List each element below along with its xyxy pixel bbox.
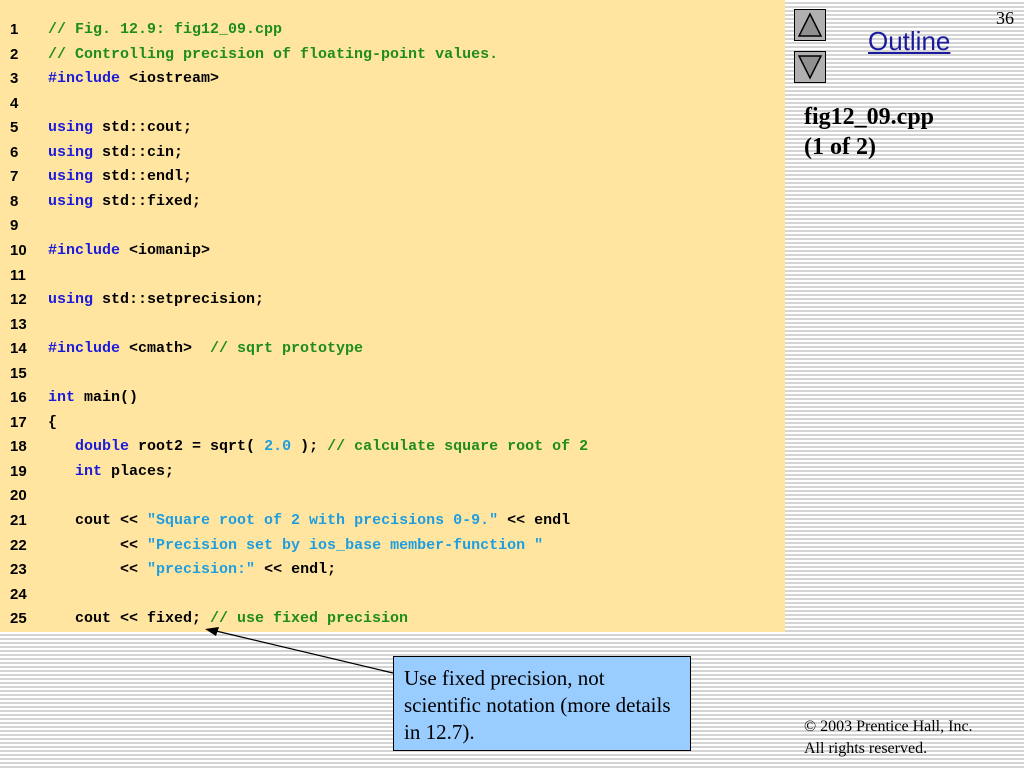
callout-box: Use fixed precision, not scientific nota… [393,656,691,751]
line-number: 12 [10,291,27,309]
line-number: 10 [10,241,27,259]
code-listing: 1 // Fig. 12.9: fig12_09.cpp 2 // Controlli… [0,0,785,632]
line-number: 18 [10,438,27,456]
code-text: cout << "Square root of 2 with precision… [48,512,571,529]
triangle-down-icon [797,55,823,80]
code-text: << "Precision set by ios_base member-fun… [48,536,544,554]
code-text: cout << fixed; // use fixed precision [48,610,409,628]
code-text: #include <iomanip> [48,241,211,259]
line-number: 3 [10,70,19,88]
line-number: 7 [10,168,19,186]
code-text: int places; [75,462,175,480]
line-number: 11 [10,266,26,284]
line-number: 6 [10,143,19,161]
line-number: 15 [10,364,27,382]
line-number: 4 [10,94,19,112]
code-text: using std::endl; [48,168,193,186]
line-number: 5 [10,119,19,137]
code-text: { [48,413,58,431]
line-number: 13 [10,315,27,333]
next-slide-button[interactable] [794,51,826,83]
triangle-up-icon [797,12,823,37]
code-text: // Fig. 12.9: fig12_09.cpp [48,21,283,38]
line-number: 19 [10,462,27,480]
line-number: 20 [10,487,27,505]
line-number: 8 [10,192,19,210]
code-text: using std::cout; [48,119,193,137]
line-number: 23 [10,561,27,579]
code-text: int main() [48,389,139,407]
code-text: using std::cin; [48,143,184,161]
line-number: 14 [10,340,27,358]
line-number: 2 [10,45,19,63]
line-number: 1 [10,21,19,38]
line-number: 16 [10,389,27,407]
file-name: fig12_09.cpp [804,104,935,130]
file-title: fig12_09.cpp (1 of 2) [804,102,934,162]
code-text: // Controlling precision of floating-poi… [48,45,499,63]
previous-slide-button[interactable] [794,9,826,41]
copyright: © 2003 Prentice Hall, Inc. All rights re… [804,716,973,760]
page-number: 36 [996,8,1014,28]
outline-link[interactable]: Outline [868,26,951,56]
line-number: 21 [10,512,27,529]
code-text: double root2 = sqrt( 2.0 ); // calculate… [75,438,589,456]
copyright-line-2: All rights reserved. [804,740,928,757]
code-text: #include <cmath> // sqrt prototype [48,340,364,358]
code-text: << "precision:" << endl; [48,561,337,579]
copyright-line-1: © 2003 Prentice Hall, Inc. [804,718,973,735]
code-text: #include <iostream> [48,70,220,88]
line-number: 24 [10,585,27,603]
line-number: 17 [10,413,27,431]
line-number: 22 [10,536,27,554]
line-number: 25 [10,610,27,628]
line-number: 9 [10,217,19,235]
code-text: using std::fixed; [48,192,202,210]
file-part: (1 of 2) [804,134,876,160]
code-text: using std::setprecision; [48,291,265,309]
